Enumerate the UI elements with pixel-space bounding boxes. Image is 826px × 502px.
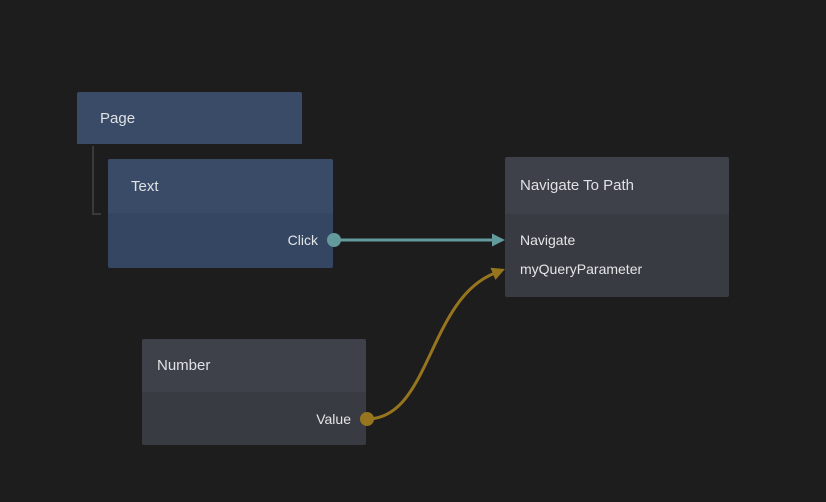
port-value[interactable]: Value — [142, 408, 366, 430]
node-header[interactable]: Page — [77, 92, 302, 144]
connection-arrowhead — [492, 233, 505, 247]
node-body: Click — [108, 213, 333, 268]
connection-text-click-to-navigate[interactable] — [327, 233, 505, 247]
node-header[interactable]: Navigate To Path — [505, 157, 729, 214]
node-header[interactable]: Number — [142, 339, 366, 392]
node-title: Page — [100, 109, 136, 127]
port-label: Click — [287, 232, 318, 248]
connection-number-value-to-myqueryparameter[interactable] — [360, 267, 505, 426]
port-my-query-parameter[interactable]: myQueryParameter — [505, 258, 729, 280]
node-header[interactable]: Text — [108, 159, 333, 213]
hierarchy-edge-page-to-text — [92, 146, 101, 215]
connection-arrowhead — [490, 267, 505, 280]
node-title: Number — [157, 357, 211, 374]
port-label: myQueryParameter — [520, 261, 643, 277]
node-page[interactable]: Page — [77, 92, 302, 144]
node-body: Navigate myQueryParameter — [505, 214, 729, 297]
port-navigate[interactable]: Navigate — [505, 229, 729, 251]
port-label: Navigate — [520, 232, 576, 248]
connection-wire[interactable] — [366, 272, 495, 421]
port-click[interactable]: Click — [108, 229, 333, 251]
node-body: Value — [142, 392, 366, 445]
port-label: Value — [316, 411, 351, 427]
node-title: Text — [131, 177, 159, 195]
node-title: Navigate To Path — [520, 177, 634, 194]
